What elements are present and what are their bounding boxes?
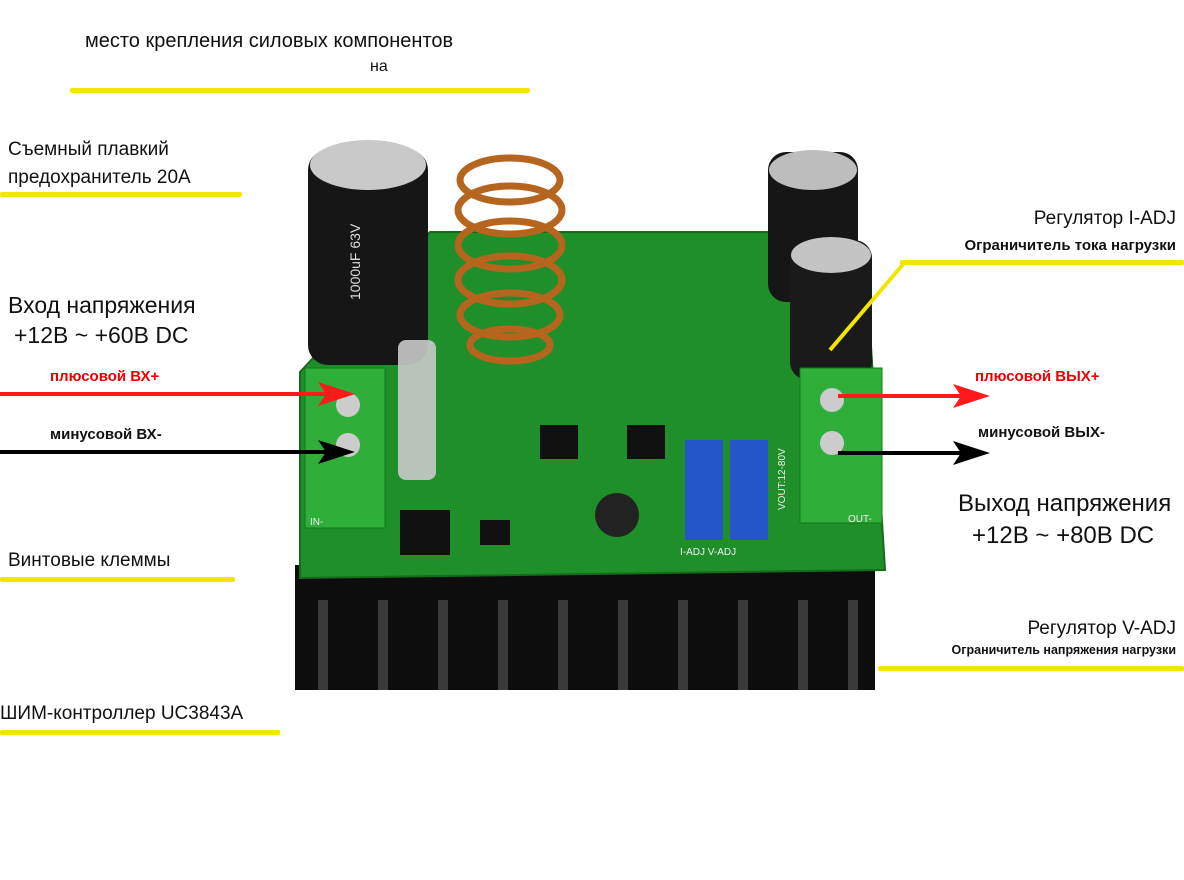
vadj-label: Регулятор V-ADJ Ограничитель напряжения … xyxy=(952,616,1176,658)
terminals-label: Винтовые клеммы xyxy=(8,550,171,571)
fuse-label: Съемный плавкий предохранитель 20А xyxy=(8,136,191,192)
board-vout-mark: VOUT:12-80V xyxy=(777,448,788,510)
mount-label: место крепления силовых компонентов xyxy=(85,30,454,52)
vadj-desc: Ограничитель напряжения нагрузки xyxy=(951,643,1176,657)
iadj-label: Регулятор I-ADJ Ограничитель тока нагруз… xyxy=(964,205,1176,259)
iadj-desc: Ограничитель тока нагрузки xyxy=(964,237,1176,254)
output-voltage-label: Выход напряжения +12В ~ +80В DC xyxy=(958,488,1171,552)
arrow-out-plus xyxy=(838,384,990,408)
out-minus-label: минусовой ВЫХ- xyxy=(978,424,1105,441)
pot-v-adj[interactable] xyxy=(730,440,768,540)
highlight-line xyxy=(878,666,1184,671)
arrow-out-minus xyxy=(838,441,990,465)
cap-mark: 1000uF 63V xyxy=(347,223,363,300)
output-terminal xyxy=(799,367,883,524)
highlight-line xyxy=(0,577,235,582)
in-plus-label: плюсовой ВХ+ xyxy=(50,368,160,385)
output-range: +12В ~ +80В DC xyxy=(972,522,1155,549)
arrow-in-plus xyxy=(0,382,355,406)
iadj-title: Регулятор I-ADJ xyxy=(1033,208,1176,229)
vadj-title: Регулятор V-ADJ xyxy=(1027,618,1176,639)
input-voltage-label: Вход напряжения +12В ~ +60В DC xyxy=(8,290,196,350)
highlight-line xyxy=(0,730,280,735)
out-plus-label: плюсовой ВЫХ+ xyxy=(975,368,1100,385)
mount-sub-label: на xyxy=(370,58,388,75)
input-title: Вход напряжения xyxy=(8,292,196,318)
in-minus-label: минусовой ВХ- xyxy=(50,426,162,443)
capacitor xyxy=(308,140,428,365)
iadj-pointer xyxy=(828,260,907,352)
board-pots-mark: I-ADJ V-ADJ xyxy=(680,547,736,558)
highlight-line xyxy=(0,192,242,197)
highlight-line xyxy=(900,260,1184,265)
highlight-line xyxy=(70,88,530,93)
fuse-label-line1: Съемный плавкий xyxy=(8,139,169,160)
arrow-in-minus xyxy=(0,440,355,464)
ic-chip xyxy=(480,520,510,545)
board-in-mark: IN- xyxy=(310,517,323,528)
output-title: Выход напряжения xyxy=(958,490,1172,517)
small-capacitor xyxy=(595,493,639,537)
fuse xyxy=(398,340,436,480)
pwm-label: ШИМ-контроллер UC3843A xyxy=(0,703,244,724)
capacitor xyxy=(768,150,872,380)
heatsink xyxy=(295,565,875,690)
pot-i-adj[interactable] xyxy=(685,440,723,540)
input-range: +12В ~ +60В DC xyxy=(14,322,189,348)
fuse-label-line2: предохранитель 20А xyxy=(8,167,191,188)
mosfet xyxy=(400,510,450,555)
board-out-mark: OUT- xyxy=(848,514,872,525)
ic-chip xyxy=(627,425,665,459)
ic-chip xyxy=(540,425,578,459)
inductor xyxy=(454,154,566,365)
